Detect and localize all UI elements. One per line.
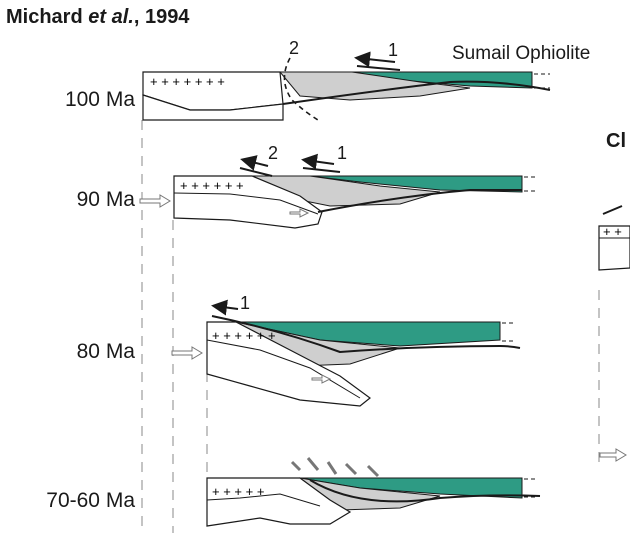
continental-margin — [206, 477, 352, 527]
fault-number: 1 — [388, 40, 399, 60]
thrust-arrow-1 — [354, 51, 396, 68]
fault-number: 1 — [337, 143, 348, 163]
stage-80-section: + + + + + + — [171, 299, 521, 407]
figure-title: Michard et al., 1994 — [6, 6, 190, 28]
crust-pattern: + + + + + + + — [150, 74, 225, 89]
age-label-80: 80 Ma — [76, 340, 135, 363]
fault-number: 2 — [289, 38, 300, 58]
age-label-70-60: 70-60 Ma — [46, 489, 135, 512]
thrust-arrow-1 — [211, 299, 239, 316]
stage-70-60-section: + + + + + — [206, 457, 541, 527]
age-label-90: 90 Ma — [76, 188, 135, 211]
convergence-arrow — [171, 346, 203, 360]
crust-boundary — [173, 192, 319, 215]
age-label-100: 100 Ma — [64, 88, 135, 111]
ophiolite-label: Sumail Ophiolite — [452, 43, 591, 64]
subduction-arrow — [311, 374, 332, 384]
cut-off-panel: + + — [598, 205, 630, 470]
continental-margin — [206, 321, 371, 407]
stage-90-section: + + + + + + — [139, 153, 536, 229]
basal-thrust — [317, 188, 522, 213]
basal-thrust — [309, 479, 541, 503]
fault-number: 1 — [240, 293, 251, 313]
basal-thrust — [282, 80, 551, 105]
thrust-trace — [356, 65, 401, 71]
thrust-trace — [602, 205, 623, 215]
thrust-trace — [302, 167, 341, 173]
continental-margin — [598, 225, 630, 271]
crust-pattern: + + + + + + — [212, 328, 276, 343]
cut-off-panel-title: Cl — [606, 130, 626, 152]
melange-wedge — [278, 71, 471, 101]
crust-boundary — [206, 339, 361, 399]
normal-fault-arrows — [290, 457, 380, 478]
continental-margin — [173, 175, 323, 229]
stage-100-section: + + + + + + + — [142, 51, 551, 121]
crust-boundary — [206, 493, 321, 507]
convergence-arrow — [599, 448, 627, 462]
basal-thrust — [211, 315, 521, 354]
crust-pattern: + + + + + — [212, 484, 264, 499]
convergence-arrow — [139, 194, 171, 208]
subduction-arrow — [289, 208, 310, 218]
thrust-arrow-2 — [240, 155, 269, 171]
crust-pattern: + + + + + + — [180, 178, 244, 193]
thrust-arrow-1 — [301, 153, 335, 170]
thrust-trace — [239, 167, 273, 177]
fault-2-trace — [283, 57, 319, 121]
fault-number: 2 — [268, 143, 279, 163]
crust-pattern: + + — [603, 224, 622, 239]
